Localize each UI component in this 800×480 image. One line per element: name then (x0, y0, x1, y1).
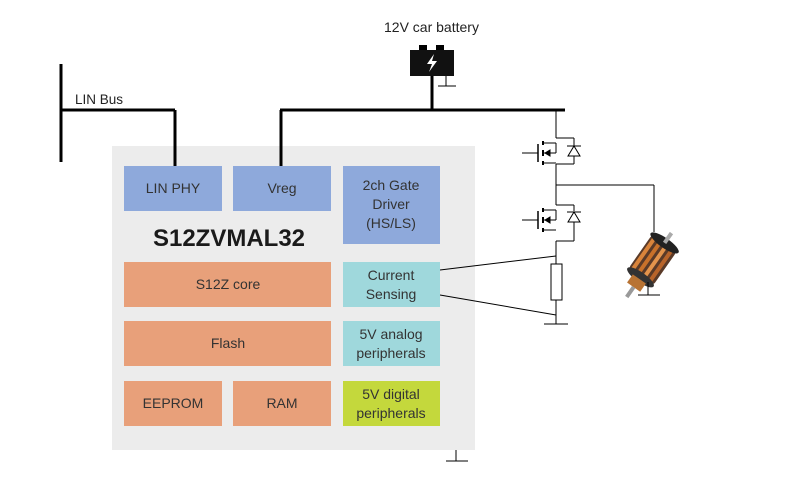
digital-peripherals-block (343, 381, 440, 426)
analog-peripherals-label-1: 5V analog (359, 326, 422, 342)
high-side-diode-icon (567, 145, 581, 157)
ram-label: RAM (266, 395, 297, 411)
shunt-resistor-icon (550, 263, 563, 301)
motor-ground-symbol (638, 282, 660, 296)
dc-motor-rotor-icon (625, 231, 679, 299)
low-side-mosfet-icon (522, 208, 557, 232)
chip-name: S12ZVMAL32 (153, 225, 305, 252)
vreg-label: Vreg (267, 180, 296, 196)
battery-label: 12V car battery (384, 19, 479, 35)
current-sensing-label-1: Current (368, 267, 415, 283)
eeprom-label: EEPROM (143, 395, 204, 411)
digital-peripherals-label-2: peripherals (356, 405, 425, 421)
current-sensing-block (343, 262, 440, 307)
gate-driver-label-1: 2ch Gate (363, 177, 420, 193)
digital-peripherals-label-1: 5V digital (362, 386, 420, 402)
half-bridge-wiring (439, 110, 655, 325)
eeprom-block (124, 381, 222, 426)
low-side-diode-icon (567, 211, 581, 223)
battery-icon (410, 45, 454, 76)
gate-driver-label-2: Driver (372, 196, 410, 212)
lin-phy-label: LIN PHY (146, 180, 201, 196)
core-label: S12Z core (196, 276, 261, 292)
lin-bus-wiring (59, 64, 177, 166)
flash-block (124, 321, 331, 366)
power-rail (279, 76, 565, 166)
core-block (124, 262, 331, 307)
gate-driver-label-3: (HS/LS) (366, 215, 416, 231)
battery-ground-symbol (438, 76, 456, 87)
current-sensing-label-2: Sensing (366, 286, 417, 302)
chip-ground-symbol (446, 450, 468, 462)
lin-phy-block (124, 166, 222, 211)
analog-peripherals-label-2: peripherals (356, 345, 425, 361)
lightning-bolt-icon (427, 54, 437, 72)
ram-block (233, 381, 331, 426)
vreg-block (233, 166, 331, 211)
high-side-mosfet-icon (522, 141, 557, 165)
analog-peripherals-block (343, 321, 440, 366)
lin-bus-label: LIN Bus (75, 92, 123, 107)
gate-driver-block (343, 166, 440, 244)
flash-label: Flash (211, 335, 245, 351)
